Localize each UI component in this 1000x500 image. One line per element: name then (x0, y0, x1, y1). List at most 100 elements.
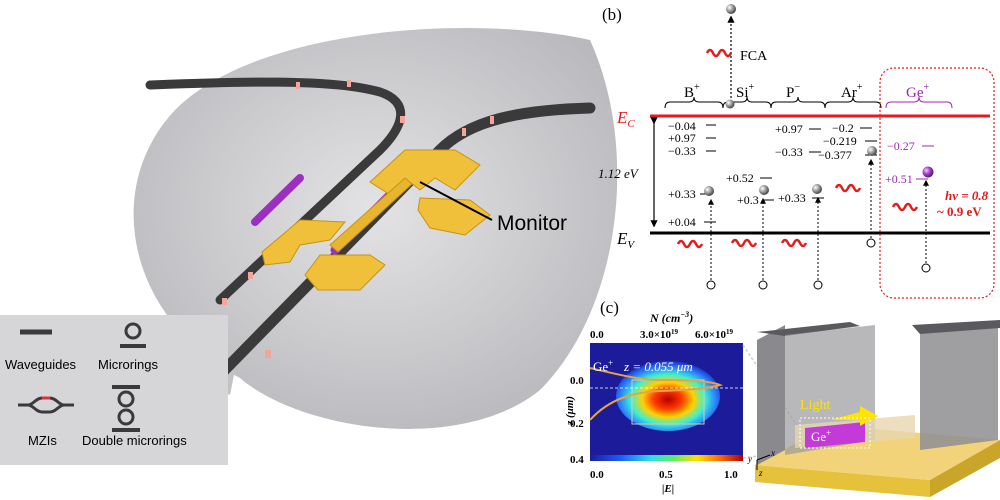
x-axis-label: |E| (662, 483, 674, 495)
n-tick-0: 0.0 (590, 329, 604, 341)
ge-label: Ge+ (593, 358, 613, 374)
level-b-m033: −0.33 (668, 144, 696, 158)
species-ge: Ge+ (906, 82, 930, 101)
panel-b: (b) FCA B+ Si+ P− Ar+ (598, 4, 995, 299)
component-legend: Waveguides Microrings MZIs Double micror… (0, 315, 228, 465)
hole-si (758, 280, 768, 290)
left-electrode-wall (757, 325, 785, 465)
fca-electron (726, 4, 736, 14)
substrate-side (755, 465, 930, 497)
light-arrow (830, 406, 878, 426)
carriers (704, 99, 934, 290)
hole-ar (866, 238, 876, 248)
hole-p (813, 280, 823, 290)
panel-b-tag: (b) (602, 5, 622, 24)
level-p-p033: +0.33 (778, 191, 806, 205)
ge-block-label: Ge+ (811, 428, 831, 444)
level-b-p004: +0.04 (668, 215, 696, 229)
chip-bubble (133, 28, 618, 429)
left-electrode-top (757, 322, 860, 336)
level-ge-p051: +0.51 (885, 172, 913, 186)
photon-energy-range: ~ 0.9 eV (937, 204, 982, 219)
bandgap-label: 1.12 eV (598, 166, 640, 181)
substrate-front (930, 440, 1000, 497)
panel-a: Monitor Waveguides Microrings MZIs Doubl… (0, 28, 618, 465)
ec-label: EC (616, 108, 635, 130)
ge-highlight-box (879, 67, 995, 299)
species-ar: Ar+ (841, 82, 863, 101)
right-electrode-top (912, 320, 1000, 334)
carrier-p (812, 184, 822, 194)
panel-c-tag: (c) (600, 298, 619, 317)
species-p: P− (786, 82, 800, 101)
right-electrode (920, 325, 998, 450)
species-si: Si+ (736, 82, 755, 101)
level-ar-m033: −0.33 (775, 145, 803, 159)
species-b: B+ (684, 82, 700, 101)
z-axis-label: z (μm) (564, 396, 576, 426)
x-tick-1: 0.5 (659, 469, 673, 481)
level-si-p03: +0.3 (737, 193, 759, 207)
n-tick-2: 6.0×1019 (695, 328, 734, 341)
trap-levels: −0.04 +0.97 −0.33 +0.33 +0.04 +0.52 +0.3… (668, 119, 934, 229)
hole-ge (921, 263, 931, 273)
colorbar (590, 455, 743, 461)
ev-label: EV (616, 229, 635, 251)
y-tick-0: 0.0 (570, 375, 584, 387)
level-ar-m0219: −0.219 (823, 134, 857, 148)
ge-profile-curve (589, 367, 724, 421)
level-si-p052: +0.52 (726, 171, 754, 185)
n-tick-1: 3.0×1019 (640, 328, 679, 341)
panel-c: (c) N (cm−3) 0.0 3.0×1019 6.0×1019 Ge+ z… (564, 298, 1000, 497)
implant-outline (799, 417, 871, 449)
photon-energy: hν = 0.8 (945, 188, 989, 203)
z-position-note: z = 0.055 μm (623, 359, 693, 374)
electrode-right (417, 197, 491, 236)
legend-background (0, 315, 228, 465)
legend-double-microrings: Double microrings (82, 433, 187, 448)
y-tick-1: 0.2 (570, 418, 584, 430)
legend-waveguides: Waveguides (5, 357, 77, 372)
svg-text:z: z (758, 468, 763, 478)
monitor-label: Monitor (497, 212, 567, 235)
light-label: Light (800, 398, 830, 413)
carrier-si (759, 185, 769, 195)
coordinate-axes: y x z (747, 448, 775, 478)
species-labels: B+ Si+ P− Ar+ Ge+ (684, 82, 930, 101)
carrier-fca-origin (725, 99, 735, 109)
electrode-bottom (304, 254, 386, 291)
level-ar-m02: −0.2 (832, 121, 854, 135)
electrode-center-strip (329, 177, 413, 253)
y-tick-2: 0.4 (570, 454, 584, 466)
level-ge-m027: −0.27 (887, 139, 915, 153)
ge-implant-region (805, 422, 865, 448)
device-3d: Light Ge+ y x z (747, 320, 1000, 497)
waveguide-taps (222, 80, 494, 358)
microring-glyph (124, 322, 142, 340)
electrode-pads (261, 149, 491, 291)
carrier-ge (922, 166, 934, 178)
waveguide-upper-curve (145, 77, 406, 305)
x-tick-0: 0.0 (590, 469, 604, 481)
monitor-pointer (419, 181, 493, 221)
fca-label: FCA (740, 49, 768, 64)
waveguide-purple-section-left (251, 174, 304, 226)
electrode-left (261, 219, 347, 266)
legend-microrings: Microrings (98, 357, 158, 372)
photon-squiggles (676, 48, 919, 249)
hole-b (706, 280, 716, 290)
level-b-p033: +0.33 (668, 187, 696, 201)
svg-text:y: y (747, 454, 752, 464)
level-ar-p097: +0.97 (775, 122, 803, 136)
carrier-b (704, 186, 714, 196)
mzi-glyph (18, 396, 74, 414)
carrier-ar (867, 146, 877, 156)
double-microring-glyph (112, 385, 140, 432)
waveguide-lower-bus (204, 102, 596, 391)
level-b-p097: +0.97 (668, 131, 696, 145)
level-ar-m0377: −0.377 (818, 148, 852, 162)
x-tick-2: 1.0 (724, 469, 738, 481)
svg-text:x: x (770, 448, 775, 458)
level-b-m004: −0.04 (668, 119, 696, 133)
